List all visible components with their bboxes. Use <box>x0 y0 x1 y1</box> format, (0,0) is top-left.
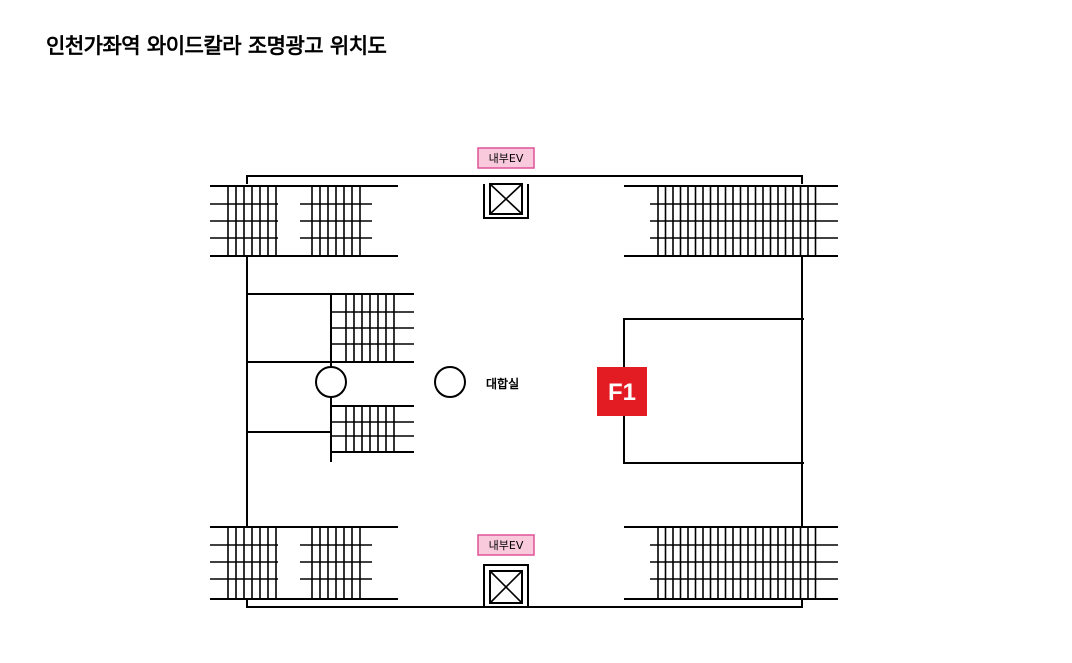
ad-marker-f1 <box>597 367 647 416</box>
stair-treads <box>210 186 838 599</box>
waiting-room-label: 대합실 <box>486 376 519 391</box>
elevator-bottom-label: 내부EV <box>489 539 524 552</box>
ad-marker-f1-label: F1 <box>608 379 636 406</box>
bottom-wall <box>246 599 803 608</box>
pillar-left <box>315 366 347 398</box>
right-room <box>623 318 804 464</box>
elevator-top-label: 내부EV <box>489 152 524 165</box>
top-wall <box>246 175 803 184</box>
elevator-bottom-label-box <box>477 534 535 556</box>
page-title: 인천가좌역 와이드칼라 조명광고 위치도 <box>46 34 387 58</box>
pillar-center <box>434 366 466 398</box>
elevator-top-shaft <box>483 183 529 219</box>
elevator-top-label-box <box>477 147 535 169</box>
elevator-bottom-shaft <box>483 564 529 607</box>
